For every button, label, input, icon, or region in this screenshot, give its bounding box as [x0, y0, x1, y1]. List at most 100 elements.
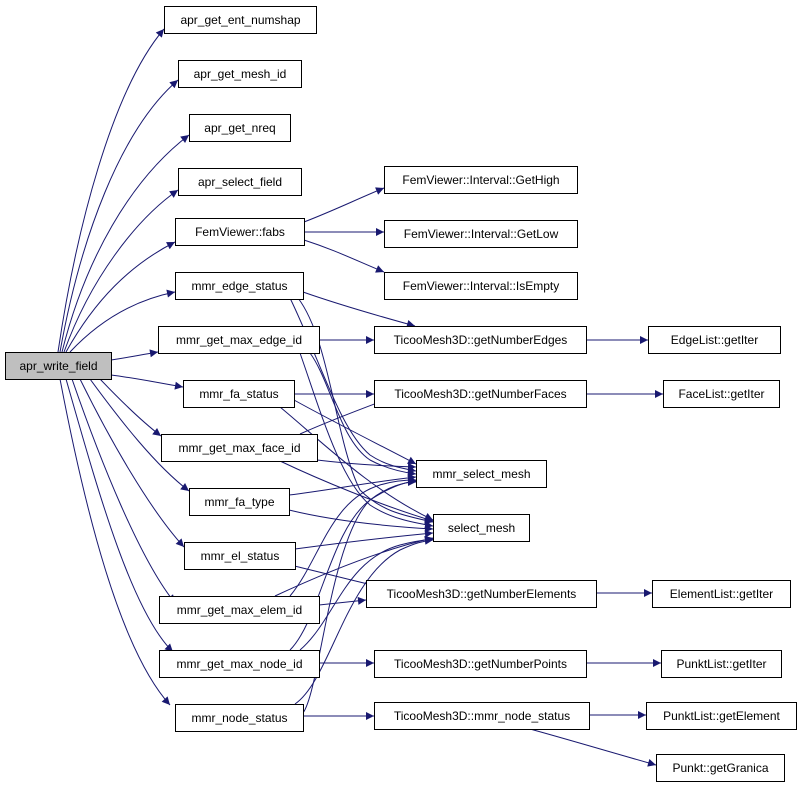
- node-label: apr_select_field: [198, 175, 282, 189]
- node-box: [158, 326, 320, 354]
- call-edge: [302, 478, 417, 714]
- node-label: apr_get_ent_numshap: [180, 13, 300, 27]
- node-label: mmr_get_max_edge_id: [176, 333, 302, 347]
- call-edges: [57, 28, 663, 767]
- call-edge: [289, 476, 417, 597]
- call-edge: [294, 529, 434, 550]
- call-edge: [59, 378, 171, 706]
- node-getnumberfaces[interactable]: TicooMesh3D::getNumberFaces: [374, 380, 587, 408]
- node-box: [384, 220, 578, 248]
- node-mmr-get-max-face-id[interactable]: mmr_get_max_face_id: [161, 434, 318, 462]
- node-elementlist-getiter[interactable]: ElementList::getIter: [652, 580, 791, 608]
- node-label: mmr_edge_status: [191, 279, 287, 293]
- node-getnumberedges[interactable]: TicooMesh3D::getNumberEdges: [374, 326, 587, 354]
- call-edge: [302, 291, 416, 328]
- node-box: [189, 114, 291, 142]
- node-getlow[interactable]: FemViewer::Interval::GetLow: [384, 220, 578, 248]
- node-mmr-fa-type[interactable]: mmr_fa_type: [189, 488, 290, 516]
- node-edgelist-getiter[interactable]: EdgeList::getIter: [648, 326, 781, 354]
- node-t-mmr-node-status[interactable]: TicooMesh3D::mmr_node_status: [374, 702, 590, 730]
- node-box: [416, 460, 547, 488]
- node-label: PunktList::getIter: [676, 657, 766, 671]
- node-box: [178, 168, 302, 196]
- node-label: mmr_node_status: [191, 711, 287, 725]
- node-box: [178, 60, 302, 88]
- node-box: [159, 596, 320, 624]
- node-apr-get-nreq[interactable]: apr_get_nreq: [189, 114, 291, 142]
- call-edge: [318, 596, 367, 606]
- node-label: mmr_fa_type: [204, 495, 274, 509]
- node-box: [374, 650, 587, 678]
- call-edge: [288, 473, 417, 496]
- call-edge: [316, 459, 417, 471]
- node-box: [161, 434, 318, 462]
- node-apr-select-field[interactable]: apr_select_field: [178, 168, 302, 196]
- node-punktlist-getiter[interactable]: PunktList::getIter: [661, 650, 782, 678]
- node-select-mesh[interactable]: select_mesh: [433, 514, 530, 542]
- node-facelist-getiter[interactable]: FaceList::getIter: [663, 380, 780, 408]
- node-label: PunktList::getElement: [663, 709, 780, 723]
- node-label: TicooMesh3D::getNumberFaces: [394, 387, 566, 401]
- call-edge: [288, 509, 434, 533]
- call-edge: [299, 399, 386, 435]
- node-mmr-edge-status[interactable]: mmr_edge_status: [175, 272, 304, 300]
- call-edge: [57, 28, 165, 353]
- call-edge: [110, 374, 184, 390]
- node-mmr-node-status[interactable]: mmr_node_status: [175, 704, 304, 732]
- node-apr-get-mesh-id[interactable]: apr_get_mesh_id: [178, 60, 302, 88]
- node-box: [661, 650, 782, 678]
- node-box: [183, 380, 295, 408]
- call-edge: [274, 535, 434, 597]
- node-box: [433, 514, 530, 542]
- node-label: TicooMesh3D::getNumberPoints: [394, 657, 567, 671]
- call-edge: [299, 535, 434, 651]
- node-mmr-get-max-elem-id[interactable]: mmr_get_max_elem_id: [159, 596, 320, 624]
- node-label: mmr_fa_status: [199, 387, 278, 401]
- node-punkt-getgranica[interactable]: Punkt::getGranica: [656, 754, 785, 782]
- node-box: [5, 352, 112, 380]
- node-box: [656, 754, 785, 782]
- node-getnumberpoints[interactable]: TicooMesh3D::getNumberPoints: [374, 650, 587, 678]
- node-label: ElementList::getIter: [670, 587, 773, 601]
- call-edge: [65, 378, 174, 653]
- node-box: [648, 326, 781, 354]
- node-gethigh[interactable]: FemViewer::Interval::GetHigh: [384, 166, 578, 194]
- node-mmr-fa-status[interactable]: mmr_fa_status: [183, 380, 295, 408]
- call-edge: [59, 79, 179, 353]
- node-mmr-get-max-node-id[interactable]: mmr_get_max_node_id: [159, 650, 320, 678]
- node-mmr-el-status[interactable]: mmr_el_status: [184, 542, 296, 570]
- node-label: mmr_el_status: [201, 549, 280, 563]
- node-label: TicooMesh3D::mmr_node_status: [394, 709, 570, 723]
- call-edge: [69, 289, 176, 353]
- node-label: apr_get_nreq: [204, 121, 275, 135]
- node-label: TicooMesh3D::getNumberEdges: [394, 333, 568, 347]
- node-apr-write-field[interactable]: apr_write_field: [5, 352, 112, 380]
- node-label: mmr_get_max_face_id: [178, 441, 300, 455]
- node-label: FaceList::getIter: [678, 387, 764, 401]
- node-box: [175, 272, 304, 300]
- call-nodes: apr_write_field apr_get_ent_numshap apr_ge…: [5, 6, 797, 782]
- node-getnumberelements[interactable]: TicooMesh3D::getNumberElements: [366, 580, 597, 608]
- call-edge: [61, 134, 190, 353]
- call-edge: [89, 378, 190, 492]
- call-edge: [71, 378, 176, 604]
- node-isempty[interactable]: FemViewer::Interval::IsEmpty: [384, 272, 578, 300]
- node-box: [189, 488, 290, 516]
- call-edge: [293, 399, 417, 465]
- call-edge: [279, 406, 434, 521]
- node-box: [175, 218, 305, 246]
- node-mmr-get-max-edge-id[interactable]: mmr_get_max_edge_id: [158, 326, 320, 354]
- node-label: FemViewer::Interval::IsEmpty: [403, 279, 560, 293]
- node-box: [159, 650, 320, 678]
- node-mmr-select-mesh[interactable]: mmr_select_mesh: [416, 460, 547, 488]
- call-edge: [63, 189, 179, 353]
- call-edge: [99, 378, 162, 437]
- node-punktlist-getelement[interactable]: PunktList::getElement: [646, 702, 797, 730]
- node-fabs[interactable]: FemViewer::fabs: [175, 218, 305, 246]
- node-box: [366, 580, 597, 608]
- call-edge: [279, 460, 434, 523]
- node-label: apr_get_mesh_id: [194, 67, 287, 81]
- node-label: FemViewer::fabs: [195, 225, 285, 239]
- node-apr-get-ent-numshap[interactable]: apr_get_ent_numshap: [164, 6, 317, 34]
- node-box: [175, 704, 304, 732]
